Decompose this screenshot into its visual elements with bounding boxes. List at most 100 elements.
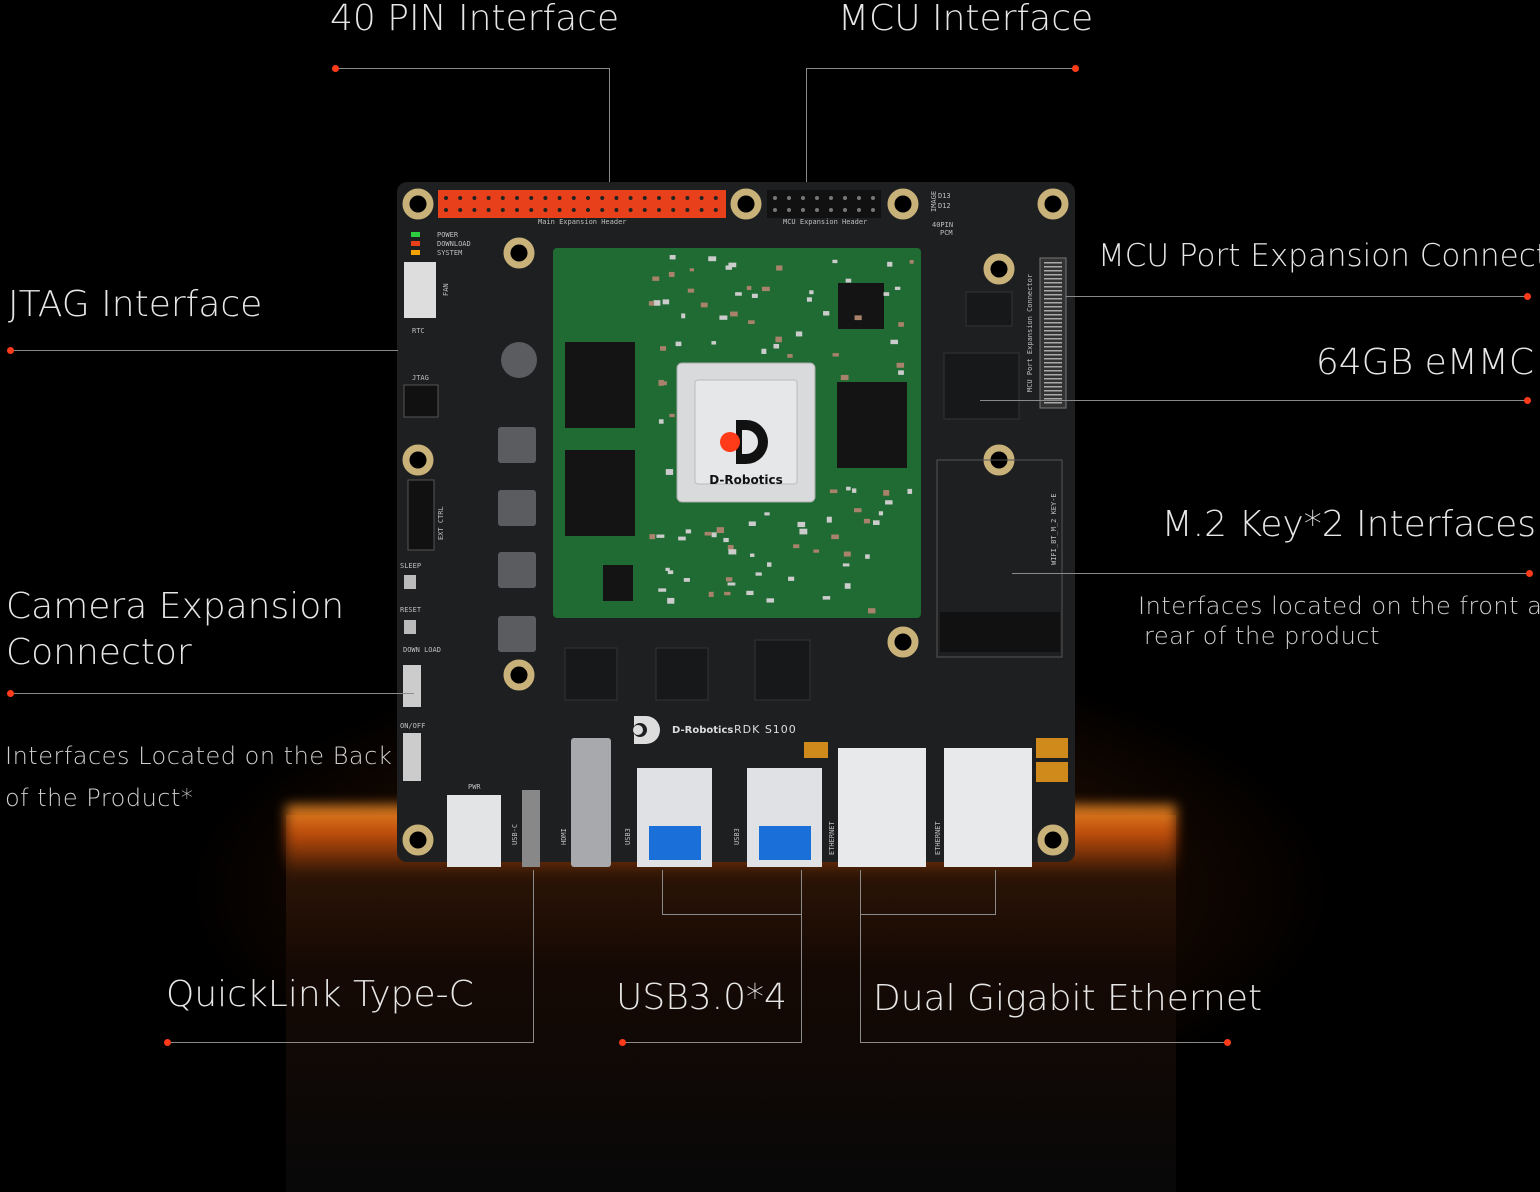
smd-component [831, 534, 839, 540]
pin [871, 196, 875, 200]
smd-component [652, 276, 660, 281]
smd-component [708, 256, 717, 262]
smd-component [829, 489, 838, 494]
connector-pin [1044, 386, 1062, 388]
pin [829, 208, 833, 212]
pin [815, 208, 819, 212]
pin [458, 196, 463, 200]
pin [657, 196, 661, 200]
smd-component [761, 286, 770, 292]
smd-component [658, 588, 667, 592]
fan-connector [404, 262, 436, 318]
smd-component [685, 529, 692, 534]
pin [614, 208, 619, 212]
connector-pin [1044, 314, 1062, 316]
smd-component [675, 341, 682, 347]
smd-component [826, 516, 832, 523]
ext-ctrl-label: EXT CTRL [437, 506, 445, 540]
connector-pin [1044, 362, 1062, 364]
smd-component [887, 261, 893, 267]
connector-pin [1044, 338, 1062, 340]
connector-pin [1044, 402, 1062, 404]
smd-component [683, 578, 690, 582]
connector-pin [1044, 310, 1062, 312]
pin [486, 208, 491, 212]
ext-ctrl-connector [407, 479, 435, 551]
label-40pin: 40 PIN Interface [330, 0, 620, 39]
smd-component [735, 292, 742, 296]
image-switch-label: IMAGE [930, 191, 938, 212]
smd-component [748, 320, 755, 324]
pedestal [286, 815, 1176, 1192]
smd-component [846, 486, 851, 491]
connector-pin [1044, 382, 1062, 384]
connector-pin [1044, 370, 1062, 372]
svg-text:HDMI: HDMI [560, 828, 568, 845]
smd-component [687, 288, 695, 293]
smd-component [750, 553, 755, 557]
smd-component [775, 336, 782, 343]
smd-component [788, 576, 795, 581]
smd-component [761, 348, 767, 354]
smd-component [668, 271, 675, 277]
smd-component [667, 570, 674, 575]
led-system-label: SYSTEM [437, 249, 462, 257]
pin [472, 196, 477, 200]
pin [829, 196, 833, 200]
pin [614, 196, 619, 200]
smd-component [842, 563, 850, 567]
pin [515, 196, 519, 200]
connector-pin [1044, 330, 1062, 332]
pin [515, 208, 519, 212]
smd-component [689, 268, 695, 272]
smd-component [727, 582, 736, 586]
smd-component [832, 259, 838, 264]
smd-component [832, 353, 839, 357]
smd-component [719, 315, 728, 320]
svg-text:RTC: RTC [412, 327, 425, 335]
smd-component [665, 469, 674, 475]
connector-pin [1044, 294, 1062, 296]
svg-text:JTAG: JTAG [412, 374, 429, 382]
smd-component [746, 590, 754, 596]
smd-component [746, 285, 752, 291]
pin [642, 208, 647, 212]
connector-pin [1044, 398, 1062, 400]
pin [444, 208, 448, 212]
smd-component [728, 262, 737, 268]
smd-component [852, 488, 857, 493]
connector-pin [1044, 282, 1062, 284]
smd-component [716, 527, 725, 534]
ethernet-port-2 [944, 748, 1032, 867]
svg-text:RESET: RESET [400, 606, 422, 614]
led-power-label: POWER [437, 231, 459, 239]
svg-text:USB-C: USB-C [511, 824, 519, 845]
smd-component [865, 554, 870, 559]
connector-pin [1044, 298, 1062, 300]
pin [500, 196, 505, 200]
pin [871, 208, 875, 212]
connector-pin [1044, 306, 1062, 308]
jtag-connector [403, 384, 439, 418]
label-m2-note-1: Interfaces located on the front and [1138, 592, 1540, 620]
connector-pin [1044, 318, 1062, 320]
label-quicklink: QuickLink Type-C [166, 974, 474, 1015]
main-expansion-header [438, 190, 726, 218]
svg-text:ON/OFF: ON/OFF [400, 722, 425, 730]
connector-pin [1044, 354, 1062, 356]
label-camera-note-1: Interfaces Located on the Back [5, 742, 393, 770]
label-ethernet: Dual Gigabit Ethernet [873, 978, 1263, 1019]
smd-component [700, 302, 708, 308]
smd-component [649, 534, 656, 540]
smd-component [873, 520, 880, 525]
connector-pin [1044, 278, 1062, 280]
connector-pin [1044, 390, 1062, 392]
pin [628, 196, 633, 200]
label-mcu-port: MCU Port Expansion Connector [1098, 238, 1540, 274]
smd-component [844, 583, 851, 589]
label-usb: USB3.0*4 [616, 977, 787, 1018]
smd-component [773, 343, 780, 349]
smd-component [653, 300, 661, 306]
label-mcu-interface: MCU Interface [838, 0, 1094, 39]
pin [543, 196, 548, 200]
